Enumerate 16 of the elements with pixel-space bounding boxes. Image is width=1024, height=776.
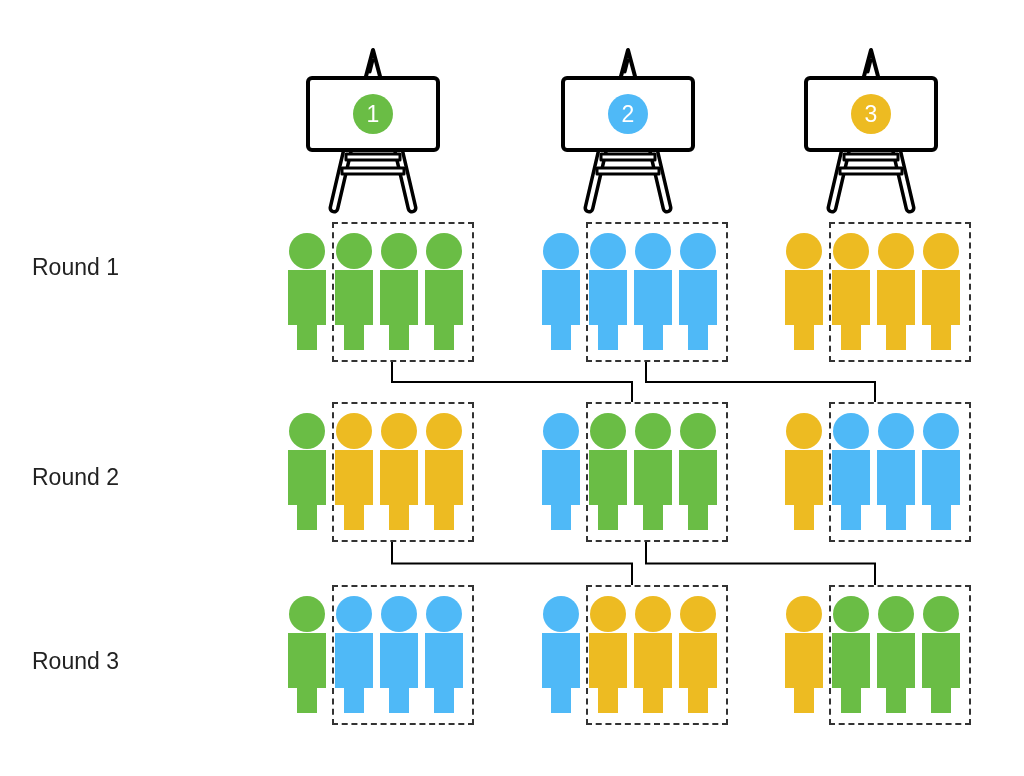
connector-line: [391, 541, 633, 586]
group-frame: [586, 222, 728, 362]
group-frame: [829, 402, 971, 542]
round-label: Round 2: [32, 463, 119, 491]
group-frame: [586, 585, 728, 725]
connector-line: [645, 541, 876, 586]
round-label: Round 3: [32, 647, 119, 675]
group-frame: [829, 585, 971, 725]
group-frame: [829, 222, 971, 362]
connector-line: [391, 361, 633, 403]
group-frame: [332, 585, 474, 725]
round-label: Round 1: [32, 253, 119, 281]
connector-line: [645, 361, 876, 403]
group-frame: [332, 402, 474, 542]
group-frame: [586, 402, 728, 542]
group-frame: [332, 222, 474, 362]
